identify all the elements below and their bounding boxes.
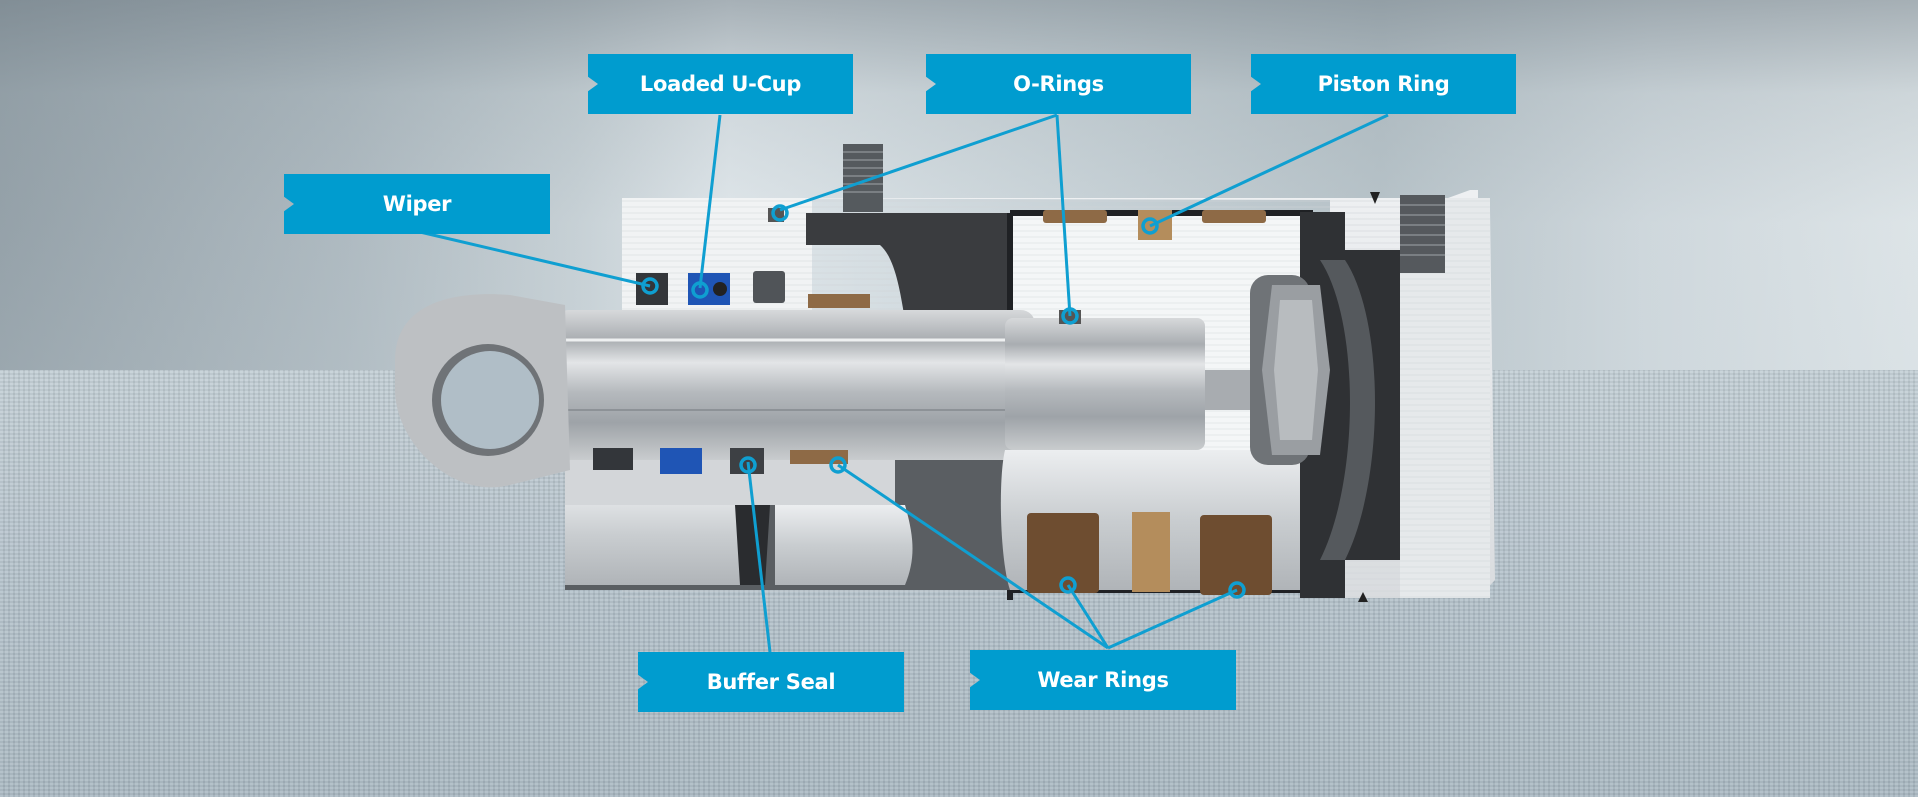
wiper-seal-lower	[593, 448, 633, 470]
leader-lines	[419, 113, 1389, 653]
end-port-fitting	[1400, 195, 1445, 273]
leader-buffer-seal	[746, 461, 772, 653]
leader-wear-rings-a	[837, 463, 1109, 650]
piston-wear-ring-lower-2	[1200, 515, 1272, 595]
buffer-seal-upper	[753, 271, 785, 303]
marker-wear-ring-2	[1228, 581, 1246, 599]
wear-ring-upper	[808, 294, 870, 308]
gland-hub	[806, 213, 1010, 320]
label-wiper: Wiper	[284, 174, 550, 234]
end-cap	[1300, 192, 1490, 602]
leader-o-rings-a	[779, 113, 1058, 212]
leader-wiper	[419, 230, 651, 288]
loaded-u-cup-seal-lower	[660, 448, 702, 474]
leader-o-rings-b	[1055, 114, 1072, 317]
marker-buffer-seal	[739, 456, 757, 474]
label-o-rings-text: O-Rings	[1013, 72, 1104, 96]
label-piston-ring: Piston Ring	[1251, 54, 1516, 114]
leader-piston-ring	[1149, 113, 1389, 228]
label-loaded-u-cup-text: Loaded U-Cup	[639, 72, 802, 96]
label-wiper-text: Wiper	[382, 192, 452, 216]
leader-wear-rings-b	[1066, 584, 1110, 649]
marker-o-ring-piston	[1061, 307, 1079, 325]
piston-wear-ring-upper-2	[1202, 210, 1266, 223]
piston-wear-ring-lower-1	[1027, 513, 1099, 593]
buffer-seal-lower	[730, 448, 764, 474]
label-buffer-seal: Buffer Seal	[638, 652, 904, 712]
label-wear-rings-text: Wear Rings	[1037, 668, 1169, 692]
label-buffer-seal-text: Buffer Seal	[706, 670, 836, 694]
port-fitting	[843, 144, 883, 212]
piston-wear-ring-upper-1	[1043, 210, 1107, 223]
marker-loaded-u-cup	[691, 281, 709, 299]
leader-markers	[641, 204, 1246, 599]
rod-eye	[395, 294, 570, 488]
leader-wear-rings-c	[1107, 588, 1238, 650]
label-loaded-u-cup: Loaded U-Cup	[588, 54, 853, 114]
label-piston-ring-text: Piston Ring	[1317, 72, 1450, 96]
marker-piston-ring	[1141, 217, 1159, 235]
marker-wiper	[641, 277, 659, 295]
piston-rod	[555, 310, 1035, 460]
leader-loaded-u-cup	[698, 114, 722, 289]
label-o-rings: O-Rings	[926, 54, 1191, 114]
label-wear-rings: Wear Rings	[970, 650, 1236, 710]
marker-wear-ring-rod	[829, 456, 847, 474]
piston-ring-lower	[1132, 512, 1170, 592]
piston-nut	[1250, 275, 1330, 465]
marker-o-ring-gland	[771, 204, 789, 222]
marker-wear-ring-1	[1059, 576, 1077, 594]
